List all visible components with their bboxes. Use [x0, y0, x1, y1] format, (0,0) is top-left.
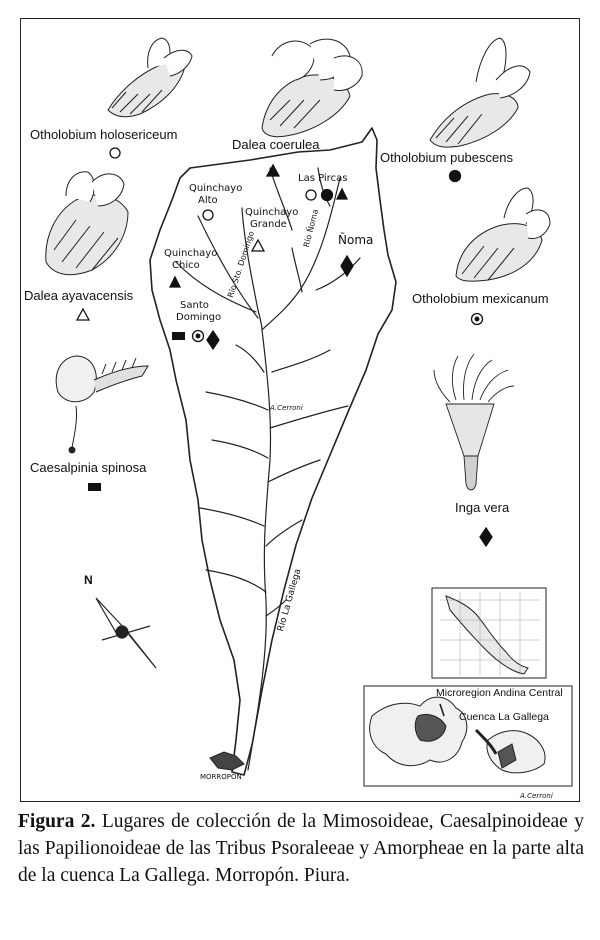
site-quinchayo-chico-triangle [168, 275, 182, 288]
label-otholobium-pubescens: Otholobium pubescens [380, 150, 513, 165]
place-quinchayo-chico-line2: Chico [172, 260, 200, 271]
north-label: N [84, 573, 93, 587]
tributary [317, 167, 331, 207]
place-quinchayo-grande-line1: Quinchayo [245, 207, 299, 218]
figure-caption: Figura 2. Lugares de colección de la Mim… [18, 808, 584, 889]
plant-holosericeum [107, 37, 193, 118]
inset-label-cuenca: Cuenca La Gallega [459, 711, 549, 723]
rio-la-gallega [247, 329, 272, 771]
plant-spinosa [55, 355, 149, 454]
plant-ayavacensis [45, 171, 129, 276]
site-santo-domingo-diamond [206, 329, 220, 351]
plant-coerulea [261, 38, 363, 138]
tributary [269, 405, 349, 429]
rio-noma [261, 177, 341, 331]
place-noma: Ñoma [338, 233, 374, 247]
markers [75, 147, 493, 548]
map-signature: A.Cerroni [270, 404, 303, 412]
label-caesalpinia-spinosa: Caesalpinia spinosa [30, 460, 147, 475]
plant-inga [433, 353, 515, 491]
inset-signature: A.Cerroni [520, 792, 553, 800]
place-quinchayo-grande-line2: Grande [250, 219, 287, 230]
site-santo-domingo-dot-center [195, 333, 201, 339]
caption-text: Lugares de colección de la Mimosoideae, … [18, 811, 584, 886]
site-las-pircas-triangle [335, 187, 349, 200]
inset-map [363, 587, 573, 787]
rio-santo-domingo [241, 207, 263, 331]
tributary [267, 459, 321, 483]
place-quinchayo-chico-line1: Quinchayo [164, 248, 218, 259]
label-dalea-ayavacensis: Dalea ayavacensis [24, 288, 134, 303]
site-las-pircas-open-circle [305, 189, 317, 201]
site-las-pircas-filled-circle [320, 188, 334, 202]
legend-open-circle [109, 147, 121, 159]
place-santo-domingo-line2: Domingo [176, 312, 222, 323]
legend-filled-diamond [479, 526, 493, 548]
place-quinchayo-alto-line1: Quinchayo [189, 183, 243, 194]
tributary [315, 257, 361, 291]
figure-frame [20, 18, 580, 802]
place-las-pircas: Las Pircas [298, 173, 348, 184]
inset-label-microregion: Microregion Andina Central [436, 687, 563, 699]
legend-filled-square [88, 483, 101, 491]
legend-filled-triangle [265, 163, 281, 177]
place-quinchayo-alto-line2: Alto [198, 195, 218, 206]
site-santo-domingo-square [172, 332, 185, 340]
morropon-logo [209, 751, 245, 771]
label-dalea-coerulea: Dalea coerulea [232, 137, 320, 152]
legend-filled-circle [448, 169, 462, 183]
caption-label: Figura 2. [18, 811, 96, 832]
place-santo-domingo-line1: Santo [180, 300, 209, 311]
label-inga-vera: Inga vera [455, 500, 510, 515]
label-otholobium-holosericeum: Otholobium holosericeum [30, 127, 178, 142]
north-arrow [95, 597, 157, 669]
legend-open-triangle [75, 307, 91, 321]
place-morropon: MORROPÓN [200, 773, 242, 781]
plant-pubescens [429, 37, 531, 148]
tributary [197, 215, 259, 319]
site-quinchayo-grande-triangle [250, 238, 266, 252]
tributary [175, 261, 257, 313]
site-noma-diamond [340, 254, 354, 278]
tributary [291, 247, 303, 293]
site-quinchayo-alto-circle [202, 209, 214, 221]
tributary [271, 349, 331, 373]
tributary [265, 519, 303, 547]
tributary [205, 569, 267, 593]
tributary [199, 507, 265, 527]
tributary [235, 344, 265, 373]
basin-outline [149, 127, 397, 776]
tributary [265, 599, 287, 617]
tributary [211, 439, 269, 459]
legend-dot-circle-center [474, 316, 480, 322]
label-otholobium-mexicanum: Otholobium mexicanum [412, 291, 549, 306]
tributary [205, 391, 269, 411]
plant-mexicanum [455, 187, 551, 282]
